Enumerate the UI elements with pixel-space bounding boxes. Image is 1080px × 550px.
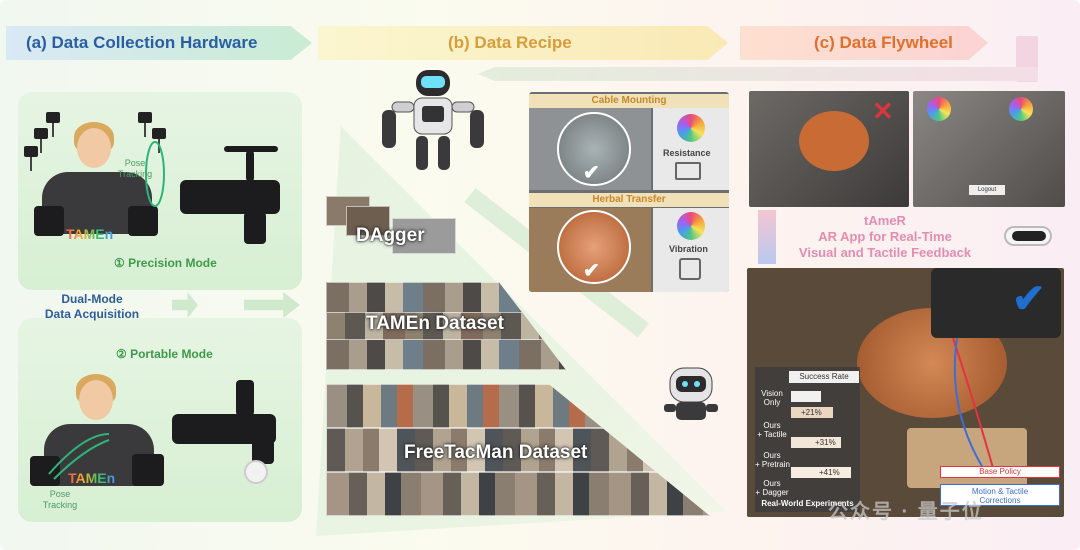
dual-mode-label: Dual-Mode Data Acquisition [44,292,140,321]
tamen-logo: TAMEn [66,226,114,242]
pose-tracking-label-bottom: Pose Tracking [42,489,78,510]
freetacman-dataset-label: FreeTacMan Dataset [404,442,588,463]
tactile-sensor-icon [677,212,705,240]
tripod-icon [52,123,54,137]
portable-mode-label: ② Portable Mode [116,347,213,361]
paper-sheet [907,428,1027,488]
success-rate-header: Success Rate [789,371,859,383]
tactile-sensor-icon [677,114,705,142]
bar-tactile [791,407,833,418]
tripod-icon [30,157,32,171]
vibration-icon [679,258,701,280]
bar-dagger [791,467,851,478]
task-examples-panel: Cable Mounting ✔ Resistance Herbal Trans… [529,92,729,292]
humanoid-robot-icon [382,70,484,170]
left-gripper [30,456,60,486]
row-label-pretrain: Ours + Pretrain [755,451,790,469]
real-world-experiments-label: Real-World Experiments [761,499,854,508]
tamer-line2: Visual and Tactile Feedback [798,245,972,260]
robot-gripper [931,268,1061,338]
row-label-dagger: Ours + Dagger [755,479,789,497]
row-label-tactile: Ours + Tactile [757,421,787,439]
bar-vision-only [791,391,821,402]
right-gripper [128,206,158,236]
legend-motion-tactile: Motion & Tactile Corrections [940,484,1060,506]
bar-pretrain [791,437,841,448]
right-gripper [132,454,164,486]
tamen-logo: TAMEn [68,470,116,486]
fisheye-camera [244,460,268,484]
down-arrow [758,210,776,264]
header-data-recipe: (b) Data Recipe [318,26,728,60]
portable-gripper-handle [252,440,274,464]
dataset-thumbnails [326,472,710,516]
tactile-sensor-icon [1009,97,1033,121]
watermark: 公众号 · 量子位 [828,501,984,523]
success-rate-chart: Success Rate Vision Only Ours + Tactile … [755,367,860,512]
check-icon: ✔ [1012,277,1046,321]
left-gripper [34,206,64,236]
header-data-collection-hardware: (a) Data Collection Hardware [6,26,312,60]
portable-camera-mount [236,380,254,416]
herbal-transfer-zoom [557,210,631,284]
tactile-sensor-icon [927,97,951,121]
vibration-label: Vibration [669,244,708,254]
legend-base-policy: Base Policy [940,466,1060,478]
camera-icon [24,146,38,157]
dagger-label: DAgger [356,225,425,246]
tamen-dataset-mosaic [326,282,566,370]
ar-ui-panel: Logout [969,185,1005,195]
x-mark-icon: ✕ [872,96,894,126]
precision-mode-label: ① Precision Mode [114,256,217,270]
cable-mounting-zoom [557,112,631,186]
camera-icon [34,128,48,139]
tracking-marker-post [246,150,254,182]
resistance-icon [675,162,701,180]
tamer-description: tAmeR AR App for Real-Time Visual and Ta… [770,213,1000,261]
vr-headset-icon [1004,226,1052,246]
pose-tracking-loop [48,433,110,480]
check-icon: ✔ [583,260,600,282]
failure-photo [749,91,909,207]
dagger-thumbnail [346,206,390,236]
dagger-mosaic [326,196,456,254]
tamen-dataset-label: TAMEn Dataset [366,313,504,334]
small-robot-icon [664,367,718,420]
bowl [799,111,869,171]
tamer-title: tAmeR [864,213,906,228]
row-label-vision-only: Vision Only [761,389,783,407]
camera-icon [46,112,60,123]
dagger-thumbnail [392,218,456,254]
resistance-label: Resistance [663,148,711,158]
person-head [77,128,111,168]
headset-visor [1012,231,1046,241]
freetacman-dataset-mosaic [326,384,710,516]
tripod-icon [144,123,146,137]
check-icon: ✔ [583,162,600,184]
camera-icon [152,128,166,139]
delta-dagger: +41% [819,468,840,477]
flywheel-return-arrow [478,67,1038,81]
pose-tracking-label-top: Pose Tracking [117,158,153,179]
tracking-marker-bar [224,146,278,152]
precision-gripper-device [180,180,280,214]
herbal-transfer-label: Herbal Transfer [529,193,729,207]
ar-headset-photo: Logout [913,91,1065,207]
header-data-flywheel: (c) Data Flywheel [740,26,988,60]
tripod-icon [40,139,42,153]
tamer-line1: AR App for Real-Time [818,229,952,244]
delta-pretrain: +31% [815,438,836,447]
delta-tactile: +21% [801,408,822,417]
cable-mounting-label: Cable Mounting [529,94,729,108]
portable-gripper-device [172,414,276,444]
precision-gripper-handle [244,212,266,244]
camera-icon [138,112,152,123]
trajectory-curves [952,337,994,469]
person-head [79,380,113,420]
pose-tracking-loop [145,141,165,207]
